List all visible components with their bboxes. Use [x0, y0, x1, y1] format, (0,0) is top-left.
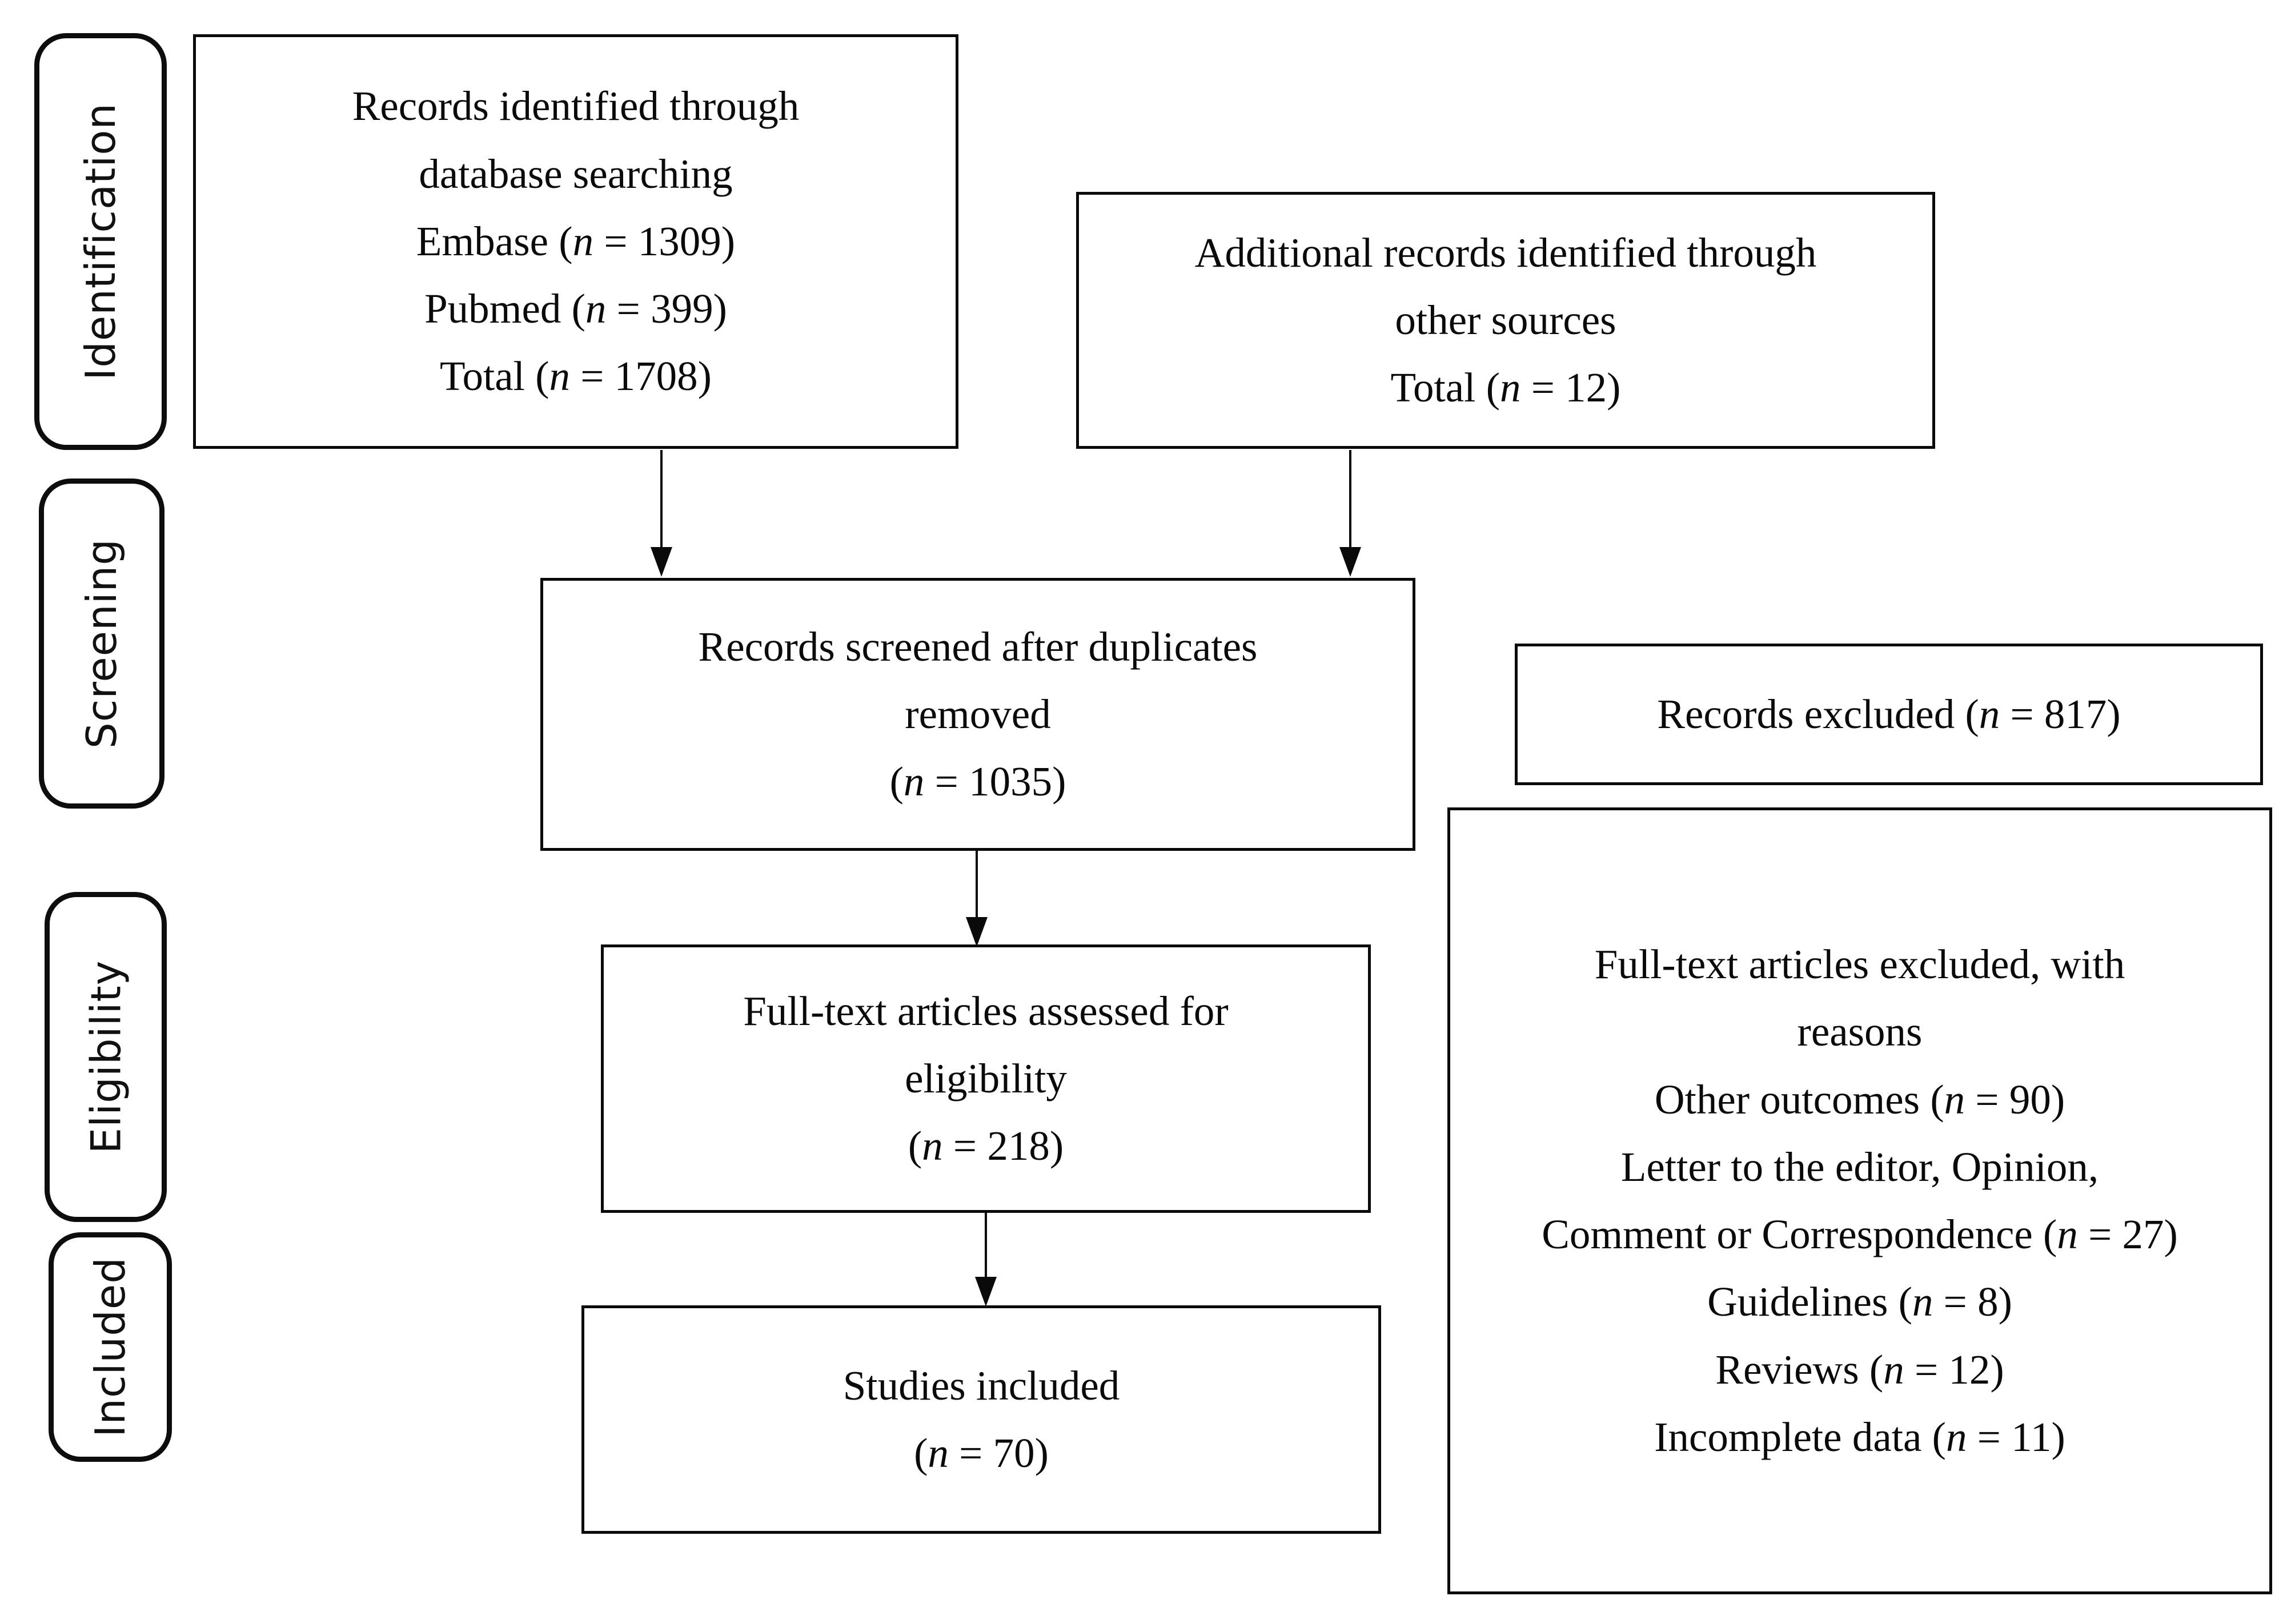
- box-studies-included: Studies included (n = 70): [581, 1305, 1381, 1534]
- stage-pill-screening: Screening: [39, 479, 164, 809]
- stage-label-eligibility: Eligibility: [82, 960, 130, 1154]
- box-line: Full-text articles excluded, with: [1594, 941, 2125, 987]
- box-line: Total (n = 12): [1390, 364, 1621, 411]
- box-line: Total (n = 1708): [439, 353, 712, 400]
- box-line: Records identified through: [352, 83, 800, 130]
- stage-label-screening: Screening: [78, 538, 126, 749]
- box-line: Guidelines (n = 8): [1707, 1279, 2012, 1325]
- stage-label-identification: Identification: [77, 102, 125, 381]
- box-line: database searching: [419, 150, 733, 197]
- box-line: Reviews (n = 12): [1715, 1346, 2004, 1393]
- arrow-fulltext-assessed-to-studies-included: [974, 1213, 997, 1307]
- box-line: Letter to the editor, Opinion,: [1620, 1143, 2099, 1190]
- box-line: Additional records identified through: [1194, 229, 1817, 276]
- box-fulltext-articles-assessed-for-eligibility: Full-text articles assessed for eligibil…: [601, 944, 1371, 1213]
- arrow-other-sources-to-screened: [1339, 450, 1362, 577]
- box-line: Studies included: [842, 1362, 1120, 1409]
- box-line: Other outcomes (n = 90): [1654, 1076, 2065, 1123]
- box-line: (n = 218): [908, 1123, 1064, 1169]
- box-line: (n = 70): [914, 1430, 1049, 1476]
- box-line: Records excluded (n = 817): [1657, 690, 2121, 737]
- box-line: Comment or Correspondence (n = 27): [1542, 1211, 2178, 1257]
- box-records-excluded: Records excluded (n = 817): [1515, 644, 2263, 785]
- box-line: other sources: [1395, 296, 1616, 343]
- stage-pill-included: Included: [49, 1232, 172, 1462]
- box-line: removed: [905, 690, 1051, 737]
- box-additional-records-other-sources: Additional records identified through ot…: [1076, 192, 1935, 449]
- box-line: Embase (n = 1309): [416, 218, 736, 264]
- arrow-screened-to-fulltext-assessed: [965, 851, 988, 947]
- stage-pill-identification: Identification: [34, 33, 167, 450]
- box-records-screened-after-duplicates: Records screened after duplicates remove…: [540, 578, 1415, 851]
- box-line: reasons: [1797, 1008, 1923, 1055]
- stage-pill-eligibility: Eligibility: [45, 892, 167, 1222]
- box-line: eligibility: [905, 1055, 1067, 1102]
- arrow-database-search-to-screened: [650, 450, 673, 577]
- box-line: (n = 1035): [889, 758, 1066, 805]
- box-line: Pubmed (n = 399): [424, 286, 727, 332]
- box-fulltext-articles-excluded-with-reasons: Full-text articles excluded, with reason…: [1447, 807, 2272, 1594]
- box-line: Incomplete data (n = 11): [1654, 1413, 2065, 1460]
- box-line: Records screened after duplicates: [698, 623, 1258, 670]
- box-line: Full-text articles assessed for: [743, 987, 1229, 1034]
- stage-label-included: Included: [86, 1257, 135, 1437]
- box-records-identified-database-searching: Records identified through database sear…: [193, 34, 958, 449]
